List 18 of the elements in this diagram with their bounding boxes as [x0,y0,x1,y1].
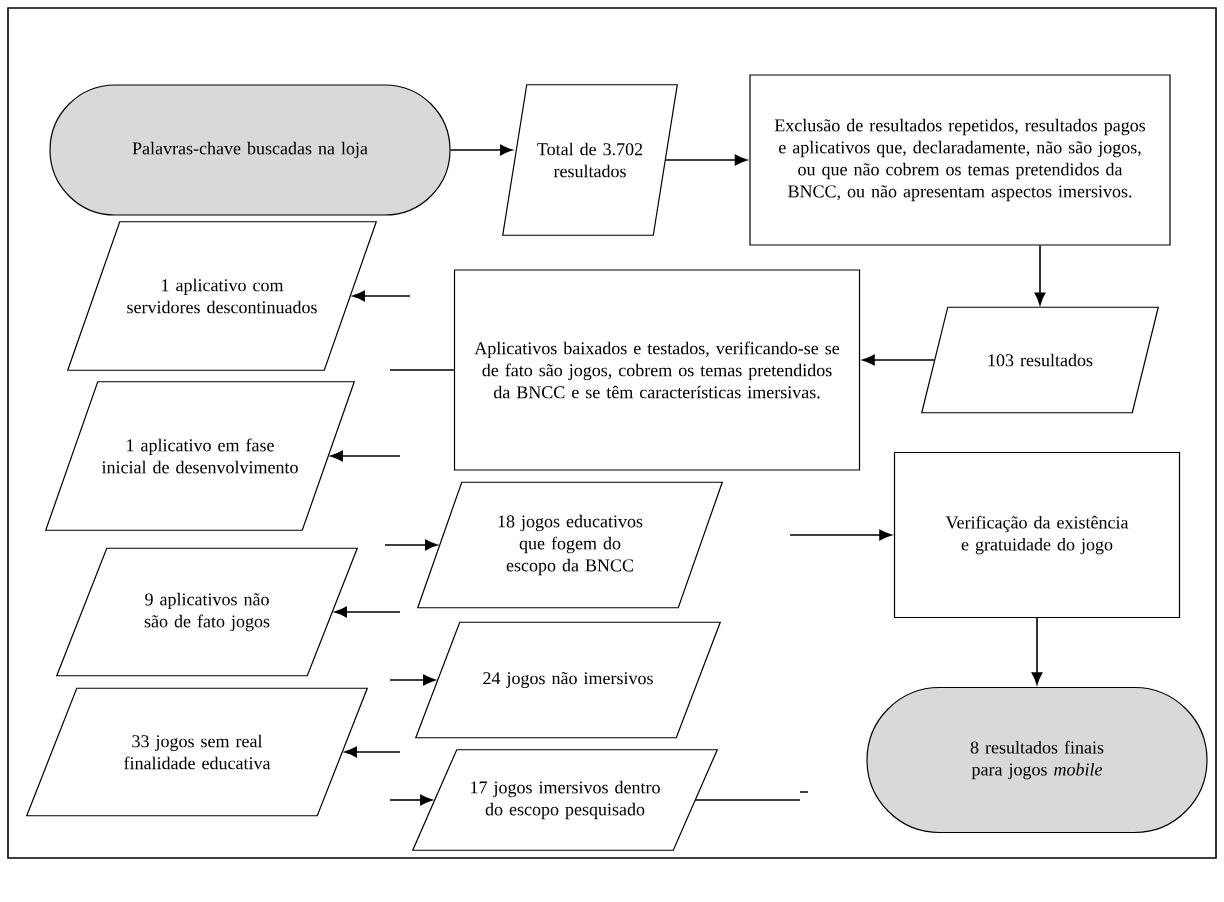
arrow [352,290,411,302]
arrow [384,539,438,551]
process-box: Verificação da existência e gratuidade do jogo [893,451,1181,619]
arrow [694,791,809,801]
arrow [389,794,433,806]
arrow [862,354,936,366]
arrow [1031,617,1043,685]
data-parallelogram: Total de 3.702 resultados [502,84,678,236]
arrow [389,674,436,686]
arrow [449,144,513,156]
arrow [664,154,748,166]
arrow [1034,244,1046,305]
process-box: Aplicativos baixados e testados, verificando-se se de fato são jogos, cobrem os temas pretendidos da BNCC e se têm características imersivas. [453,269,861,471]
arrow [789,529,892,541]
process-box: Exclusão de resultados repetidos, resultados pagos e aplicativos que, declaradamente, não são jogos, ou que não cobrem os temas pretendidos da BNCC, ou não apresentam aspectos imersivos. [749,74,1171,246]
arrow [344,746,401,758]
arrow [330,450,401,462]
arrow [334,606,401,618]
